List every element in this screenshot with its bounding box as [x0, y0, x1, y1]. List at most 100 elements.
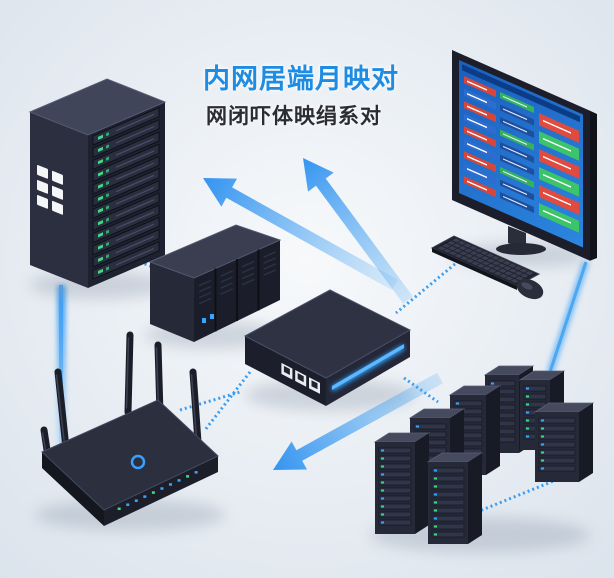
rack-led-icon — [106, 205, 109, 210]
router-led-icon — [160, 487, 164, 490]
server-side — [486, 386, 500, 475]
nas-storage-icon — [148, 224, 282, 342]
screen-text-line — [543, 137, 571, 152]
server-tower-icon — [28, 78, 167, 288]
router-led-icon — [194, 471, 198, 474]
keyboard-key — [508, 263, 517, 268]
keyboard-key — [497, 263, 507, 268]
antenna-highlight — [190, 374, 198, 439]
screen-text-line — [503, 145, 527, 158]
screen-text-line — [503, 195, 527, 208]
server-bay — [378, 463, 412, 470]
server-bay — [378, 511, 412, 518]
rack-led-icon — [106, 132, 109, 137]
keyboard-key — [504, 276, 514, 281]
server-bay — [538, 457, 576, 464]
desktop-monitor-icon — [452, 50, 597, 261]
tower-status-lights — [37, 165, 63, 215]
server-side — [579, 403, 593, 482]
router-side-face — [104, 456, 218, 526]
screen-text-line — [503, 95, 527, 108]
antenna-icon — [189, 368, 202, 446]
screen-text-line — [467, 105, 487, 116]
screen-text-line — [503, 133, 527, 146]
server-led-icon — [416, 425, 419, 428]
nas-vent — [241, 266, 255, 274]
keyboard-key — [474, 248, 483, 253]
screen-text-line — [467, 142, 487, 154]
switch-light-strip — [332, 344, 404, 390]
screen-text-line — [503, 108, 527, 121]
tower-left-face — [30, 112, 88, 288]
router-led-icon — [126, 503, 130, 506]
keyboard-key — [520, 273, 529, 278]
antenna-highlight — [55, 374, 66, 445]
switch-top-face — [243, 289, 412, 379]
beam-core — [59, 285, 63, 445]
server-led-icon — [381, 513, 384, 516]
nas-vent — [198, 285, 212, 293]
rack-vent — [116, 186, 154, 205]
screen-text-line — [543, 173, 571, 188]
rack-led-icon — [106, 156, 109, 161]
router-led-icon — [186, 475, 190, 478]
keyboard-key — [504, 271, 513, 276]
rack-vent — [116, 113, 154, 132]
keyboard-key — [487, 263, 496, 268]
server-led-icon — [434, 485, 437, 488]
server-bay — [538, 465, 576, 472]
rack-led-icon — [98, 195, 103, 201]
server-bay — [378, 455, 412, 462]
router-led-icon — [168, 483, 172, 486]
keyboard-key — [464, 248, 473, 253]
keyboard-key — [503, 266, 512, 271]
monitor-stand-base — [496, 243, 546, 255]
rack-led-icon — [98, 146, 103, 153]
server-bay — [431, 467, 465, 474]
server-bay — [431, 531, 465, 538]
server-led-icon — [381, 457, 384, 460]
keyboard-key — [469, 245, 478, 250]
rack-vent — [116, 223, 154, 242]
rack-led-icon — [98, 232, 103, 238]
status-light-icon — [52, 185, 63, 200]
status-light-icon — [37, 180, 48, 194]
server-bay — [431, 499, 465, 506]
keyboard-key — [525, 271, 534, 276]
antenna-icon — [124, 331, 134, 416]
keyboard-key — [459, 251, 468, 256]
rack-led-icon — [98, 171, 103, 177]
rack-led-icon — [98, 183, 103, 189]
keyboard-key — [480, 256, 490, 261]
keyboard-key — [463, 243, 472, 248]
network-switch-icon — [243, 289, 412, 406]
rack-vent — [116, 211, 154, 229]
server-bay — [538, 425, 576, 432]
data-flow-arrow-icon — [273, 372, 443, 470]
server-led-icon — [526, 435, 529, 438]
router-led-icon — [134, 499, 138, 502]
rack-vent — [116, 235, 154, 254]
keyboard-key — [476, 263, 486, 268]
server-bay — [431, 491, 465, 498]
rack-led-icon — [98, 207, 103, 214]
server-bay — [538, 433, 576, 440]
server-led-icon — [456, 402, 459, 405]
antenna-icon — [54, 368, 70, 452]
server-led-icon — [526, 395, 529, 398]
keyboard-key — [515, 276, 524, 281]
status-light-icon — [37, 195, 48, 209]
nas-drive-bays — [198, 249, 276, 332]
ethernet-port-socket — [297, 373, 304, 383]
server-led-icon — [434, 493, 437, 496]
router-led-icon — [117, 507, 121, 511]
rack-vent — [116, 199, 154, 217]
router-led-icon — [177, 479, 181, 482]
server-led-icon — [434, 501, 437, 504]
link-router-switch — [179, 390, 241, 412]
server-side — [415, 433, 429, 534]
screen-text-line — [503, 170, 527, 183]
rack-led-icon — [98, 244, 103, 250]
keyboard-key — [437, 246, 446, 251]
